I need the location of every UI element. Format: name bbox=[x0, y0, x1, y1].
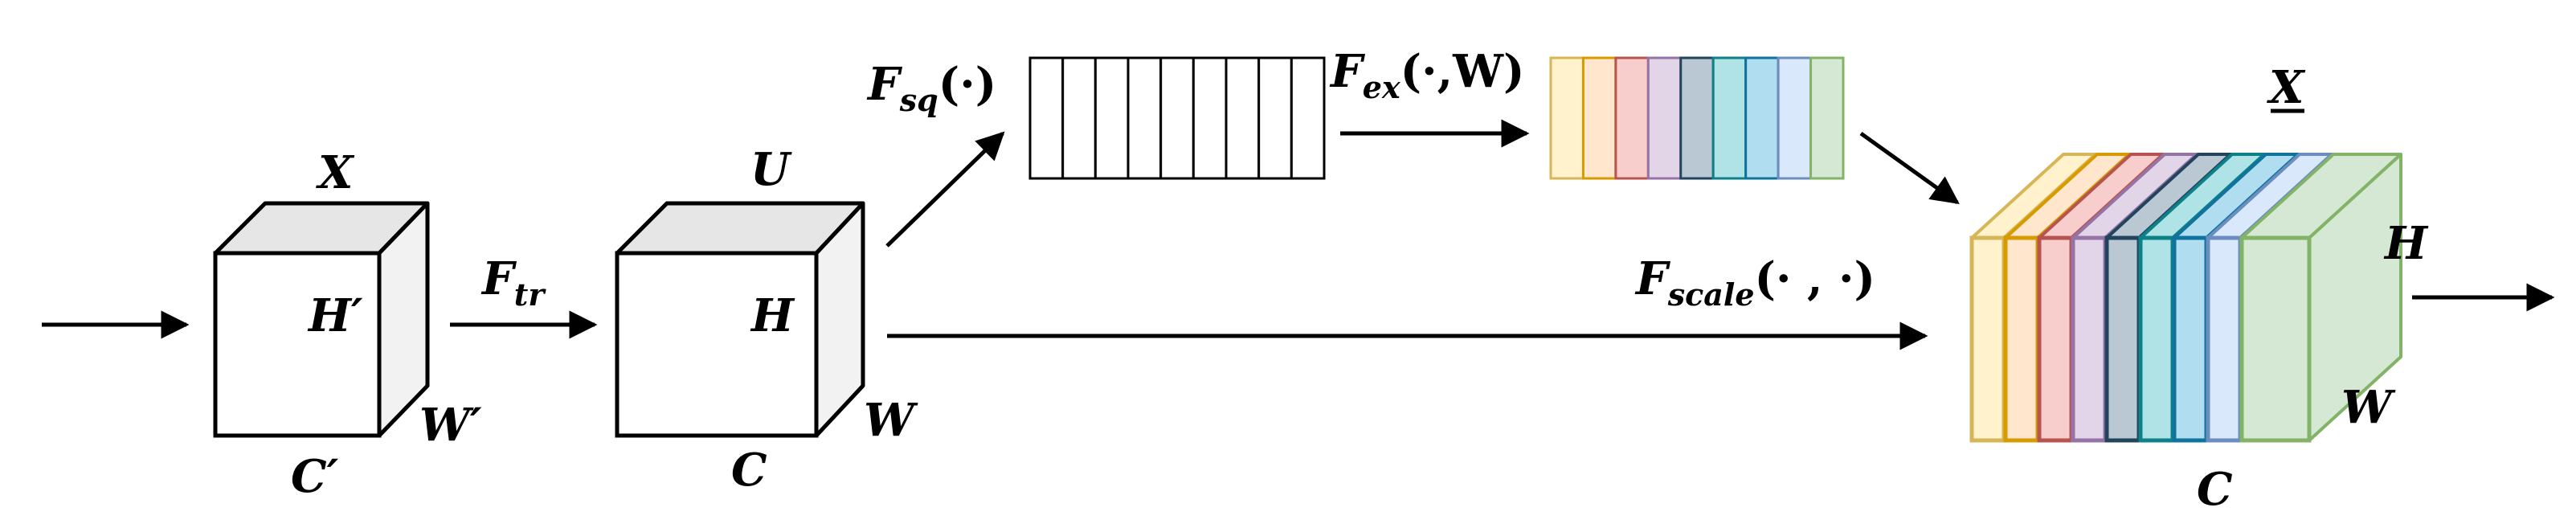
input-cube-label-depth: W′ bbox=[419, 399, 482, 452]
output-label-top: X bbox=[2267, 61, 2306, 114]
transform-label: Ftr bbox=[480, 252, 546, 313]
squeeze-label: Fsq(·) bbox=[866, 58, 996, 118]
output-slab-front bbox=[2071, 235, 2108, 443]
output-slab-front bbox=[2104, 235, 2141, 443]
transformed-cube-label-depth: W bbox=[864, 394, 918, 447]
transformed-cube-front-face bbox=[615, 251, 819, 438]
transformed-cube-label-height: H bbox=[750, 289, 795, 342]
input-cube-label-channels: C′ bbox=[291, 450, 339, 503]
scale-label: Fscale(· , ·) bbox=[1634, 252, 1875, 313]
transformed-cube-label-channels: C bbox=[731, 444, 767, 497]
output-label-depth: W bbox=[2341, 381, 2396, 434]
squeeze-cell bbox=[1290, 56, 1326, 180]
excitation-cell bbox=[1809, 56, 1845, 180]
output-slab-front bbox=[2172, 235, 2209, 443]
excitation-cell bbox=[1679, 56, 1715, 180]
output-label-channels: C bbox=[2197, 463, 2233, 516]
output-block bbox=[1969, 153, 2402, 443]
input-cube-front-face bbox=[213, 251, 382, 438]
excitation-vector bbox=[1549, 56, 1845, 180]
squeeze-cell bbox=[1257, 56, 1293, 180]
excitation-cell bbox=[1581, 56, 1617, 180]
output-slab-front bbox=[2003, 235, 2040, 443]
excitation-cell bbox=[1549, 56, 1584, 180]
output-slab-front bbox=[2239, 235, 2312, 443]
input-cube bbox=[213, 201, 430, 438]
transformed-cube bbox=[615, 201, 865, 438]
excitation-label: Fex(·,W) bbox=[1329, 45, 1524, 105]
output-slab-front bbox=[2037, 235, 2074, 443]
transformed-cube-label-top: U bbox=[750, 143, 792, 196]
excitation-cell bbox=[1744, 56, 1780, 180]
squeeze-arrow bbox=[885, 131, 1005, 248]
excitation-cell bbox=[1646, 56, 1683, 180]
input-cube-label-height: H′ bbox=[307, 289, 363, 342]
excitation-cell bbox=[1711, 56, 1748, 180]
output-label-height: H bbox=[2383, 217, 2429, 270]
excitation-cell bbox=[1614, 56, 1650, 180]
excitation-cell bbox=[1777, 56, 1813, 180]
squeeze-cell bbox=[1028, 56, 1065, 180]
squeeze-cell bbox=[1225, 56, 1261, 180]
output-slab-front bbox=[2138, 235, 2175, 443]
output-slab-front bbox=[2206, 235, 2243, 443]
scale-weights-arrow bbox=[1859, 131, 1960, 205]
output-channel-slab bbox=[2239, 153, 2402, 443]
output-slab-front bbox=[1969, 235, 2006, 443]
squeeze-cell bbox=[1061, 56, 1097, 180]
input-cube-label-top: X bbox=[316, 146, 355, 199]
squeeze-cell bbox=[1159, 56, 1195, 180]
squeeze-cell bbox=[1126, 56, 1163, 180]
squeeze-cell bbox=[1094, 56, 1130, 180]
squeeze-cell bbox=[1192, 56, 1228, 180]
squeeze-vector bbox=[1028, 56, 1326, 180]
